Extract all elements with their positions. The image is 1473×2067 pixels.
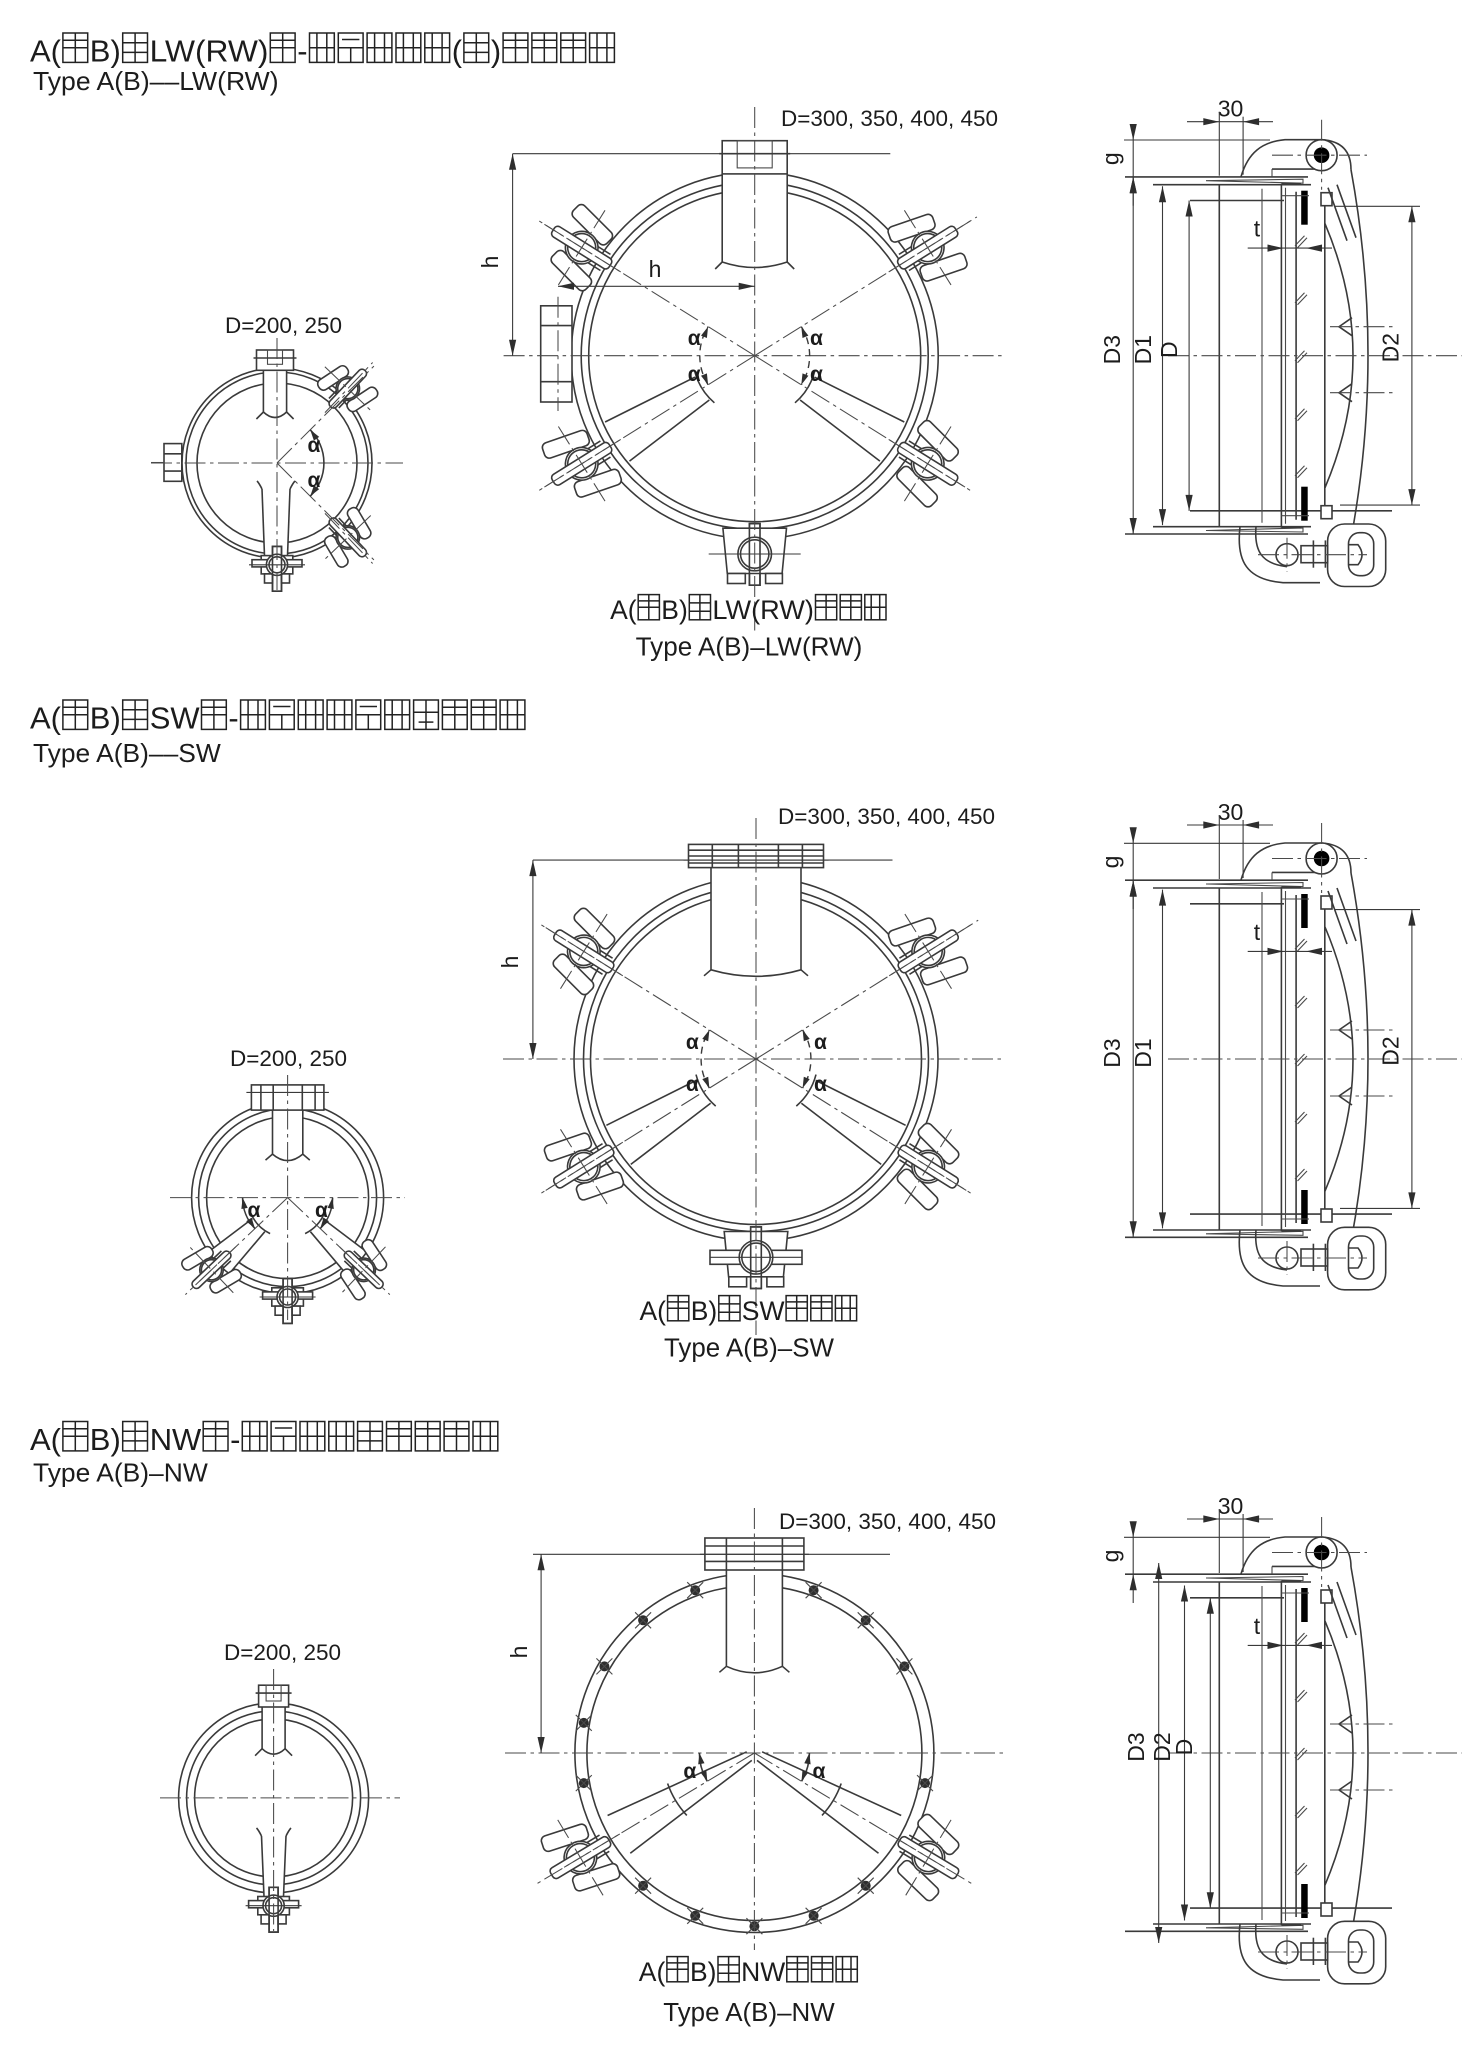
svg-text:g: g: [1098, 856, 1124, 869]
svg-text:-: -: [228, 701, 238, 736]
svg-text:α: α: [814, 1031, 827, 1054]
svg-text:30: 30: [1218, 1493, 1244, 1519]
svg-text:B): B): [690, 1957, 717, 1987]
svg-text:h: h: [497, 956, 523, 969]
svg-text:B): B): [691, 1296, 718, 1326]
svg-text:): ): [491, 34, 501, 69]
svg-text:D1: D1: [1130, 335, 1156, 364]
svg-text:SW: SW: [150, 701, 201, 736]
svg-text:h: h: [477, 256, 503, 269]
svg-text:LW(RW): LW(RW): [150, 34, 269, 69]
svg-text:LW(RW): LW(RW): [712, 595, 814, 625]
svg-text:Type A(B)–NW: Type A(B)–NW: [33, 1457, 208, 1487]
svg-text:D3: D3: [1099, 1038, 1125, 1067]
svg-text:α: α: [814, 1073, 827, 1096]
svg-text:α: α: [308, 469, 321, 492]
svg-text:α: α: [308, 434, 321, 457]
svg-text:t: t: [1254, 919, 1261, 945]
svg-text:D=200, 250: D=200, 250: [224, 1640, 341, 1665]
svg-text:D: D: [1171, 1739, 1197, 1756]
svg-text:D1: D1: [1130, 1038, 1156, 1067]
svg-text:α: α: [247, 1199, 260, 1222]
svg-text:α: α: [688, 327, 701, 350]
svg-text:h: h: [506, 1646, 532, 1659]
svg-text:α: α: [810, 363, 823, 386]
svg-text:A(: A(: [30, 1422, 62, 1457]
svg-text:30: 30: [1218, 96, 1244, 122]
svg-text:SW: SW: [742, 1296, 785, 1326]
svg-text:α: α: [813, 1760, 826, 1783]
svg-text:B): B): [661, 595, 688, 625]
svg-text:NW: NW: [150, 1422, 202, 1457]
svg-text:t: t: [1254, 216, 1261, 242]
svg-text:D=300, 350, 400, 450: D=300, 350, 400, 450: [779, 1509, 996, 1534]
svg-text:D2: D2: [1377, 333, 1403, 362]
svg-text:g: g: [1098, 1550, 1124, 1563]
svg-text:t: t: [1254, 1613, 1261, 1639]
svg-text:g: g: [1098, 152, 1124, 165]
svg-text:Type A(B)––LW(RW): Type A(B)––LW(RW): [33, 66, 279, 96]
svg-text:α: α: [686, 1031, 699, 1054]
svg-text:D: D: [1156, 341, 1182, 358]
svg-text:A(: A(: [30, 34, 62, 69]
svg-text:Type A(B)–SW: Type A(B)–SW: [664, 1335, 834, 1363]
svg-text:Type A(B)–LW(RW): Type A(B)–LW(RW): [636, 634, 863, 662]
svg-text:A(: A(: [30, 701, 62, 736]
svg-text:B): B): [90, 701, 121, 736]
svg-text:α: α: [688, 363, 701, 386]
svg-text:D=200, 250: D=200, 250: [230, 1046, 347, 1071]
svg-text:h: h: [649, 256, 662, 282]
svg-text:D2: D2: [1149, 1732, 1175, 1761]
svg-text:D=200, 250: D=200, 250: [225, 313, 342, 338]
svg-text:-: -: [230, 1422, 240, 1457]
svg-text:Type A(B)––SW: Type A(B)––SW: [33, 738, 221, 768]
svg-text:Type A(B)–NW: Type A(B)–NW: [663, 1999, 834, 2027]
svg-text:A(: A(: [640, 1296, 667, 1326]
svg-text:NW: NW: [741, 1957, 785, 1987]
svg-text:B): B): [90, 1422, 121, 1457]
svg-text:α: α: [315, 1199, 328, 1222]
svg-text:α: α: [810, 327, 823, 350]
svg-text:A(: A(: [639, 1957, 666, 1987]
svg-text:(: (: [452, 34, 463, 69]
svg-text:D3: D3: [1099, 335, 1125, 364]
svg-text:B): B): [90, 34, 121, 69]
svg-text:30: 30: [1218, 799, 1244, 825]
svg-text:D=300, 350, 400, 450: D=300, 350, 400, 450: [781, 106, 998, 131]
svg-text:D2: D2: [1377, 1036, 1403, 1065]
svg-text:-: -: [297, 34, 307, 69]
svg-text:D3: D3: [1123, 1732, 1149, 1761]
svg-text:A(: A(: [610, 595, 637, 625]
svg-text:D=300, 350, 400, 450: D=300, 350, 400, 450: [778, 804, 995, 829]
svg-text:α: α: [683, 1760, 696, 1783]
svg-text:α: α: [686, 1073, 699, 1096]
